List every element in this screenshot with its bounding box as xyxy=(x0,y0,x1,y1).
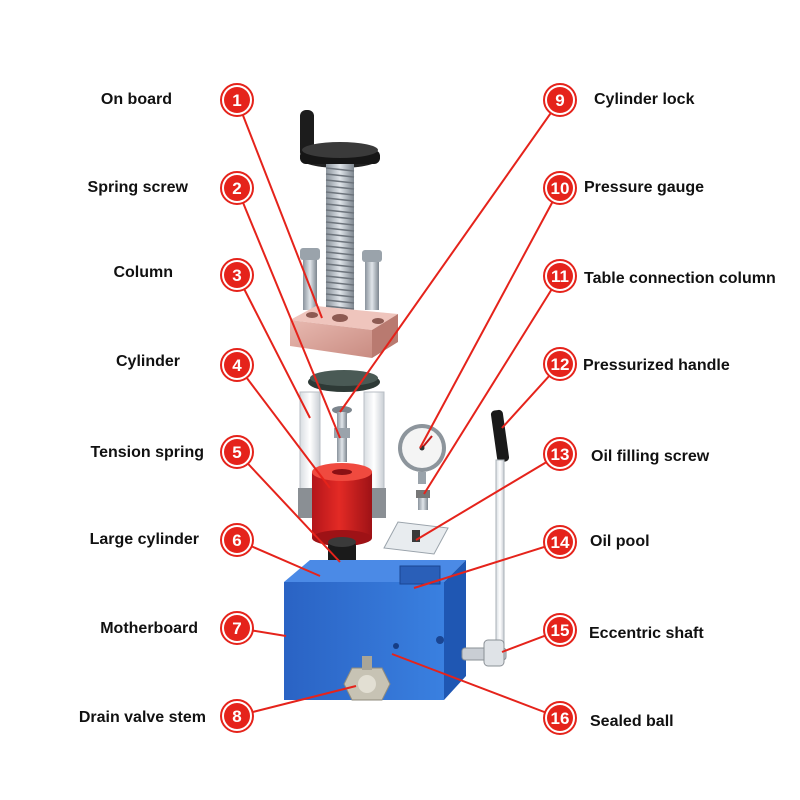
leader-line xyxy=(236,364,331,489)
callout-number: 10 xyxy=(551,179,570,198)
leader-line xyxy=(236,187,341,439)
label-pressure-gauge: Pressure gauge xyxy=(584,179,705,196)
bolt-right-shape xyxy=(362,250,382,310)
label-large-cylinder: Large cylinder xyxy=(89,531,199,548)
callout-badge-10: 10 xyxy=(543,171,577,205)
label-oil-filling-screw: Oil filling screw xyxy=(591,448,710,465)
callout-number: 13 xyxy=(551,445,570,464)
callout-badge-5: 5 xyxy=(220,435,254,469)
leader-line xyxy=(236,99,323,319)
callout-badge-14: 14 xyxy=(543,525,577,559)
leader-line xyxy=(413,541,561,589)
leader-line xyxy=(339,99,561,413)
small-screw-shape xyxy=(332,406,352,462)
bolt-left-shape xyxy=(300,248,320,310)
label-spring-screw: Spring screw xyxy=(87,179,188,196)
callout-number: 12 xyxy=(551,355,570,374)
callout-badge-9: 9 xyxy=(543,83,577,117)
leader-line xyxy=(236,685,357,717)
drain-valve-knob xyxy=(343,656,391,701)
label-column: Column xyxy=(113,264,173,281)
callout-badge-6: 6 xyxy=(220,523,254,557)
callout-badge-11: 11 xyxy=(543,259,577,293)
callout-badge-8: 8 xyxy=(220,699,254,733)
callout-badge-7: 7 xyxy=(220,611,254,645)
callout-number: 5 xyxy=(232,443,241,462)
callout-number: 7 xyxy=(232,619,241,638)
motherboard-block xyxy=(284,560,466,700)
label-cylinder: Cylinder xyxy=(115,353,180,370)
leader-line xyxy=(419,187,561,449)
leader-line xyxy=(391,653,561,719)
red-cylinder xyxy=(312,463,372,546)
callout-number: 1 xyxy=(232,91,241,110)
callout-number: 16 xyxy=(551,709,570,728)
callout-number: 3 xyxy=(232,266,241,285)
spring-screw-shape xyxy=(325,164,355,312)
top-handle-icon xyxy=(300,110,380,168)
label-table-connection-column: Table connection column xyxy=(584,270,776,287)
label-pressurized-handle: Pressurized handle xyxy=(583,357,730,374)
pressure-gauge xyxy=(398,424,446,484)
callout-number: 4 xyxy=(232,356,242,375)
label-eccentric-shaft: Eccentric shaft xyxy=(589,625,704,642)
callout-number: 9 xyxy=(555,91,564,110)
label-oil-pool: Oil pool xyxy=(590,533,650,550)
callout-badge-13: 13 xyxy=(543,437,577,471)
leader-line xyxy=(415,453,561,541)
label-motherboard: Motherboard xyxy=(100,620,198,637)
callout-badge-15: 15 xyxy=(543,613,577,647)
label-cylinder-lock: Cylinder lock xyxy=(594,91,695,108)
leader-line xyxy=(423,275,561,495)
label-tension-spring: Tension spring xyxy=(90,444,204,461)
callout-number: 14 xyxy=(551,533,570,552)
callout-number: 2 xyxy=(232,179,241,198)
callout-badge-2: 2 xyxy=(220,171,254,205)
callout-badge-1: 1 xyxy=(220,83,254,117)
callout-number: 15 xyxy=(551,621,570,640)
pressurized-handle xyxy=(461,409,510,667)
label-drain-valve-stem: Drain valve stem xyxy=(78,709,206,726)
callout-badge-12: 12 xyxy=(543,347,577,381)
label-on-board: On board xyxy=(100,91,172,108)
callout-badge-3: 3 xyxy=(220,258,254,292)
leader-line xyxy=(236,451,341,563)
on-board-plate xyxy=(290,306,398,358)
leader-lines xyxy=(236,99,561,719)
label-sealed-ball: Sealed ball xyxy=(590,713,674,730)
callout-number: 8 xyxy=(232,707,241,726)
leader-line xyxy=(236,274,311,419)
callout-badge-4: 4 xyxy=(220,348,254,382)
callout-number: 6 xyxy=(232,531,241,550)
callout-number: 11 xyxy=(551,267,569,286)
callout-badge-16: 16 xyxy=(543,701,577,735)
table-connection-fitting xyxy=(416,490,430,510)
